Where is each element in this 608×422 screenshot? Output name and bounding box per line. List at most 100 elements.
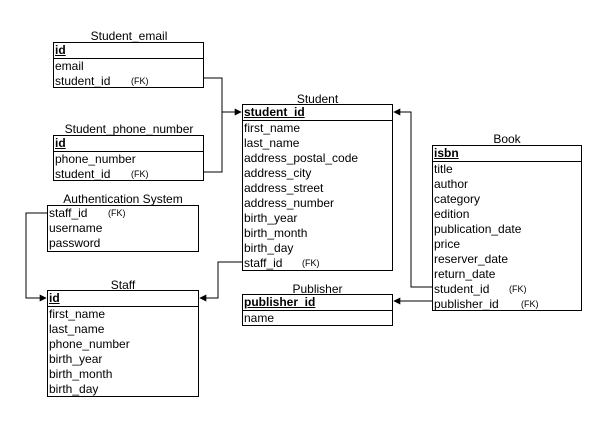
attribute-name: birth_month	[49, 367, 113, 381]
entity-student[interactable]: student_id first_name last_name address_…	[242, 104, 393, 271]
attribute-name: edition	[434, 207, 470, 221]
entity-student-phone-number[interactable]: id phone_number student_id (FK)	[53, 135, 204, 181]
attribute-field: reserver_date	[433, 252, 581, 267]
attribute-field: username	[48, 221, 198, 236]
attribute-field: staff_id (FK)	[243, 256, 392, 271]
attribute-name: birth_year	[244, 211, 298, 225]
pk-field: id	[54, 136, 203, 152]
attribute-field: birth_day	[48, 382, 198, 397]
attribute-field: last_name	[48, 322, 198, 337]
attribute-name: birth_year	[49, 352, 103, 366]
entity-title-book: Book	[493, 132, 521, 146]
attribute-field: address_city	[243, 166, 392, 181]
attribute-field: title	[433, 162, 581, 177]
attribute-name: username	[49, 221, 103, 235]
attribute-field: address_street	[243, 181, 392, 196]
attribute-name: publication_date	[434, 222, 522, 236]
pk-field: id	[48, 291, 198, 307]
entity-title-staff: Staff	[110, 278, 136, 292]
attribute-field: edition	[433, 207, 581, 222]
fk-tag: (FK)	[302, 258, 320, 268]
entity-title-student-email: Student_email	[90, 29, 168, 43]
entity-authentication-system[interactable]: staff_id (FK) username password	[47, 205, 199, 252]
attribute-name: staff_id	[49, 206, 88, 220]
attribute-field: student_id (FK)	[54, 74, 203, 89]
connector-student-to-staff	[199, 261, 242, 302]
attribute-field: password	[48, 236, 198, 251]
attribute-field: first_name	[48, 307, 198, 322]
attribute-name: phone_number	[55, 152, 136, 166]
attribute-name: student_id	[434, 282, 490, 296]
attribute-name: first_name	[244, 121, 301, 135]
attribute-name: price	[434, 237, 461, 251]
attribute-field: birth_day	[243, 241, 392, 256]
attribute-field: first_name	[243, 121, 392, 136]
attribute-field: name	[243, 311, 392, 326]
attribute-field: author	[433, 177, 581, 192]
fk-tag: (FK)	[131, 76, 149, 86]
attribute-field: address_number	[243, 196, 392, 211]
attribute-field: birth_year	[48, 352, 198, 367]
entity-title-student-phone-number: Student_phone_number	[64, 122, 194, 136]
pk-field: publisher_id	[243, 295, 392, 311]
entity-title-authentication-system: Authentication System	[63, 192, 183, 206]
attribute-field: publication_date	[433, 222, 581, 237]
attribute-name: author	[434, 177, 469, 191]
attribute-field: price	[433, 237, 581, 252]
attribute-name: first_name	[49, 307, 106, 321]
attribute-name: student_id	[55, 167, 111, 181]
attribute-name: name	[244, 311, 275, 325]
attribute-name: birth_day	[244, 241, 294, 255]
attribute-name: address_city	[244, 166, 312, 180]
attribute-name: publisher_id	[434, 297, 499, 311]
attribute-field: category	[433, 192, 581, 207]
entity-staff[interactable]: id first_name last_name phone_number bir…	[47, 290, 199, 397]
fk-tag: (FK)	[509, 284, 527, 294]
entity-title-student: Student	[296, 92, 339, 106]
attribute-field: phone_number	[54, 152, 203, 167]
attribute-name: category	[434, 192, 481, 206]
pk-field: student_id	[243, 105, 392, 121]
connector-book-to-student	[393, 108, 432, 288]
attribute-field: birth_month	[48, 367, 198, 382]
attribute-name: staff_id	[244, 256, 283, 270]
attribute-name: return_date	[434, 267, 496, 281]
attribute-name: title	[434, 162, 453, 176]
attribute-name: student_id	[55, 74, 111, 88]
attribute-name: last_name	[244, 136, 300, 150]
pk-field: id	[54, 43, 203, 59]
fk-tag: (FK)	[108, 208, 126, 218]
attribute-name: birth_month	[244, 226, 308, 240]
entity-publisher[interactable]: publisher_id name	[242, 294, 393, 326]
attribute-name: address_number	[244, 196, 335, 210]
attribute-name: email	[55, 59, 84, 73]
attribute-name: phone_number	[49, 337, 130, 351]
attribute-name: password	[49, 236, 101, 250]
attribute-field: student_id (FK)	[54, 167, 203, 182]
connector-student-email-to-student	[204, 77, 242, 116]
attribute-field: birth_year	[243, 211, 392, 226]
attribute-field: last_name	[243, 136, 392, 151]
attribute-name: reserver_date	[434, 252, 509, 266]
attribute-field: publisher_id (FK)	[433, 297, 581, 312]
attribute-name: birth_day	[49, 382, 99, 396]
attribute-field: staff_id (FK)	[48, 206, 198, 221]
attribute-field: student_id (FK)	[433, 282, 581, 297]
connector-auth-to-staff	[25, 212, 47, 302]
entity-book[interactable]: isbn title author category edition publi…	[432, 145, 582, 311]
pk-field: isbn	[433, 146, 581, 162]
attribute-field: address_postal_code	[243, 151, 392, 166]
attribute-field: birth_month	[243, 226, 392, 241]
connector-student-phone-to-student	[204, 112, 223, 173]
fk-tag: (FK)	[521, 299, 539, 309]
attribute-field: return_date	[433, 267, 581, 282]
attribute-name: address_street	[244, 181, 324, 195]
attribute-field: phone_number	[48, 337, 198, 352]
fk-tag: (FK)	[131, 169, 149, 179]
attribute-name: address_postal_code	[244, 151, 359, 165]
attribute-field: email	[54, 59, 203, 74]
entity-student-email[interactable]: id email student_id (FK)	[53, 42, 204, 88]
entity-title-publisher: Publisher	[292, 282, 343, 296]
attribute-name: last_name	[49, 322, 105, 336]
